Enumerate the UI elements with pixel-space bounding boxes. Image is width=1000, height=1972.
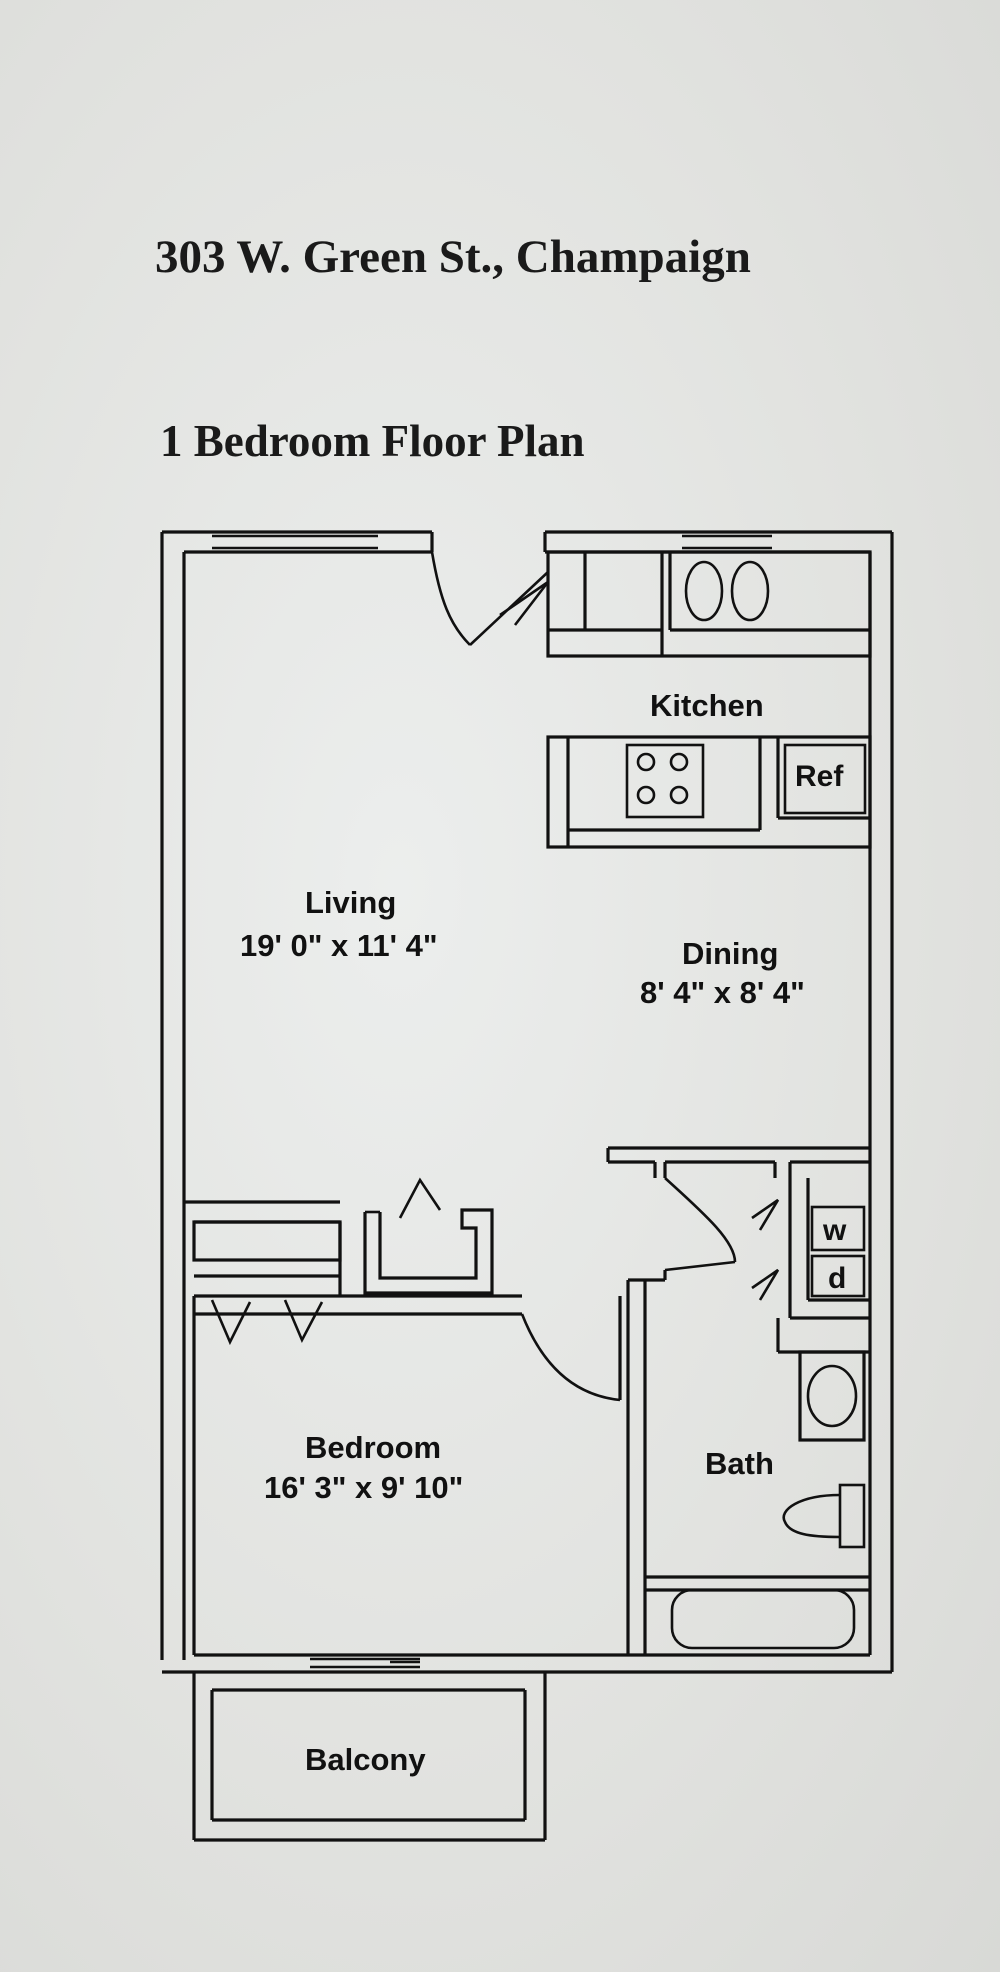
washer-label: w [822, 1214, 847, 1247]
dining-label: Dining [682, 936, 778, 971]
address-title: 303 W. Green St., Champaign [155, 231, 751, 283]
kitchen-area: Ref [546, 550, 872, 849]
bathtub-icon [670, 1588, 856, 1650]
sink-icon [806, 1364, 858, 1428]
laundry-closet: w d [751, 1178, 870, 1320]
toilet-icon [782, 1483, 866, 1549]
refrigerator-label: Ref [795, 760, 844, 793]
bedroom-label: Bedroom [305, 1430, 441, 1465]
kitchen-label: Kitchen [650, 688, 764, 723]
stove-icon [625, 743, 705, 819]
sink-icon [684, 560, 770, 622]
refrigerator-box [783, 743, 867, 815]
entry-door [430, 551, 550, 646]
living-label: Living [305, 885, 396, 920]
interior-walls [184, 1146, 870, 1655]
dryer-box [810, 1254, 866, 1298]
bath-area [645, 1318, 870, 1650]
plan-title: 1 Bedroom Floor Plan [160, 416, 585, 466]
balcony-area [192, 1657, 547, 1842]
bedroom-dimensions: 16' 3" x 9' 10" [264, 1470, 463, 1505]
balcony-label: Balcony [305, 1742, 426, 1777]
dryer-label: d [828, 1262, 846, 1295]
dining-dimensions: 8' 4" x 8' 4" [640, 975, 805, 1010]
living-dimensions: 19' 0" x 11' 4" [240, 928, 438, 963]
bath-label: Bath [705, 1446, 774, 1481]
top-windows [212, 534, 772, 550]
washer-box [810, 1205, 866, 1252]
